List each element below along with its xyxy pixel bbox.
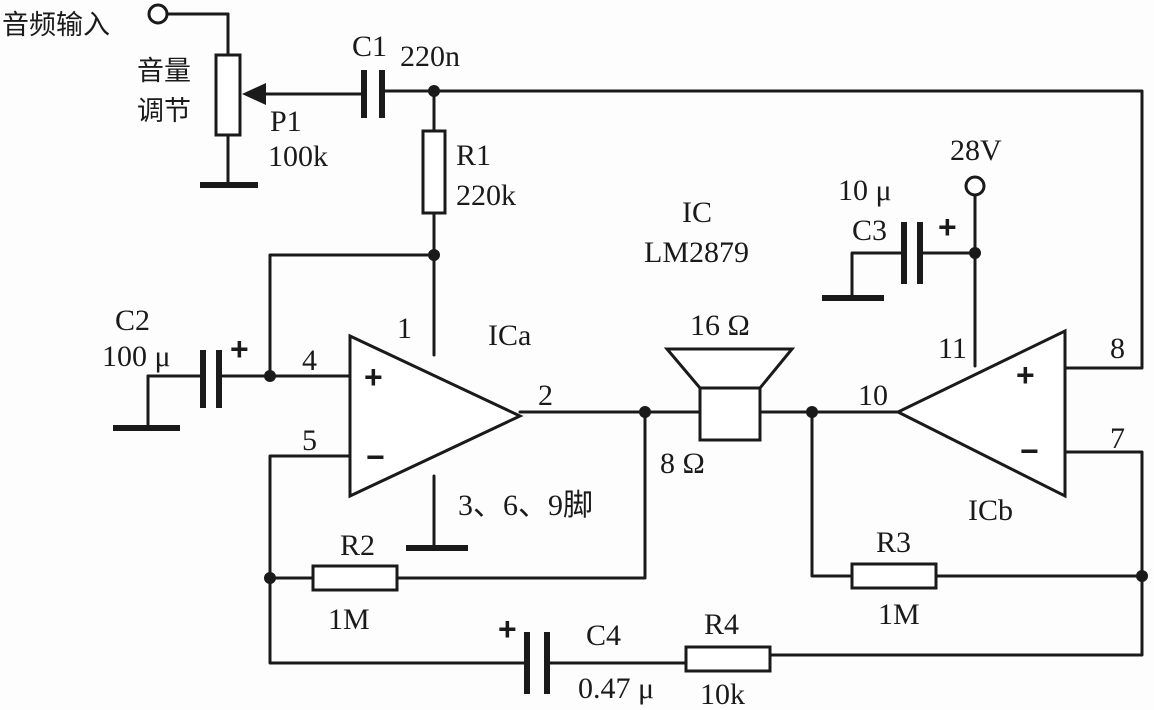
c2-plus-sign: + — [230, 331, 249, 367]
audio-input-label: 音频输入 — [2, 10, 110, 41]
resistor-r2 — [311, 564, 399, 592]
r4-value: 10k — [700, 678, 745, 710]
feedback-wire-pin8 — [432, 89, 1144, 370]
volume-label-line1: 音量 — [137, 56, 191, 87]
c1-name: C1 — [352, 30, 387, 63]
ground-pins-3-6-9 — [406, 474, 468, 551]
pin-1-label: 1 — [397, 312, 412, 345]
ica-minus-sign: − — [366, 439, 385, 475]
p1-value: 100k — [268, 140, 328, 173]
icb-feedback-network — [768, 410, 1144, 657]
ground-pins-note: 3、6、9脚 — [458, 489, 593, 522]
pin-8-label: 8 — [1110, 332, 1125, 365]
pin-7-label: 7 — [1110, 422, 1125, 455]
pin-10-label: 10 — [858, 379, 888, 412]
supply-voltage: 28V — [950, 134, 1002, 167]
ica-plus-sign: + — [364, 359, 383, 395]
speaker — [663, 347, 796, 442]
junction-r2-left — [264, 572, 276, 584]
capacitor-c1 — [361, 70, 436, 118]
r1-value: 220k — [456, 179, 516, 212]
p1-name: P1 — [270, 105, 302, 138]
c3-value: 10 μ — [838, 174, 892, 207]
icb-plus-sign: + — [1016, 357, 1035, 393]
capacitor-c2 — [113, 350, 352, 431]
resistor-r3 — [850, 562, 938, 590]
speaker-power: 16 Ω — [690, 309, 750, 342]
capacitor-c3 — [822, 222, 977, 301]
pin-11-label: 11 — [938, 332, 967, 365]
volume-label-line2: 调节 — [137, 96, 191, 127]
icb-minus-sign: − — [1020, 433, 1039, 469]
pin-5-label: 5 — [302, 424, 317, 457]
c3-name: C3 — [852, 214, 887, 247]
potentiometer-p1 — [200, 53, 364, 188]
capacitor-c4 — [524, 632, 688, 694]
ic-model: LM2879 — [644, 236, 749, 269]
r3-name: R3 — [876, 526, 911, 559]
c3-plus-sign: + — [938, 209, 957, 245]
ica-feedback-network — [268, 410, 647, 665]
r2-name: R2 — [340, 529, 375, 562]
resistor-r4 — [684, 645, 772, 673]
supply-terminal — [964, 175, 986, 368]
r1-name: R1 — [456, 139, 491, 172]
bias-wire — [268, 253, 436, 378]
c4-plus-sign: + — [498, 611, 517, 647]
r2-value: 1M — [328, 603, 370, 636]
speaker-impedance: 8 Ω — [660, 447, 705, 480]
junction-r3-right — [1136, 570, 1148, 582]
ic-label: IC — [682, 196, 712, 229]
icb-label: ICb — [968, 494, 1013, 527]
audio-input-terminal — [147, 3, 230, 57]
c1-value: 220n — [400, 40, 460, 73]
amplifier-icb — [894, 328, 1067, 499]
pin-4-label: 4 — [302, 344, 317, 377]
junction-ica-output — [639, 406, 651, 418]
c4-name: C4 — [586, 619, 621, 652]
junction-pin4 — [264, 370, 276, 382]
ica-label: ICa — [488, 319, 531, 352]
resistor-r1 — [421, 89, 447, 357]
c4-value: 0.47 μ — [578, 672, 654, 705]
r4-name: R4 — [704, 608, 739, 641]
c2-name: C2 — [115, 304, 150, 337]
c2-value: 100 μ — [102, 340, 171, 373]
amplifier-ica — [348, 333, 524, 499]
pin-2-label: 2 — [538, 379, 553, 412]
r3-value: 1M — [878, 598, 920, 631]
